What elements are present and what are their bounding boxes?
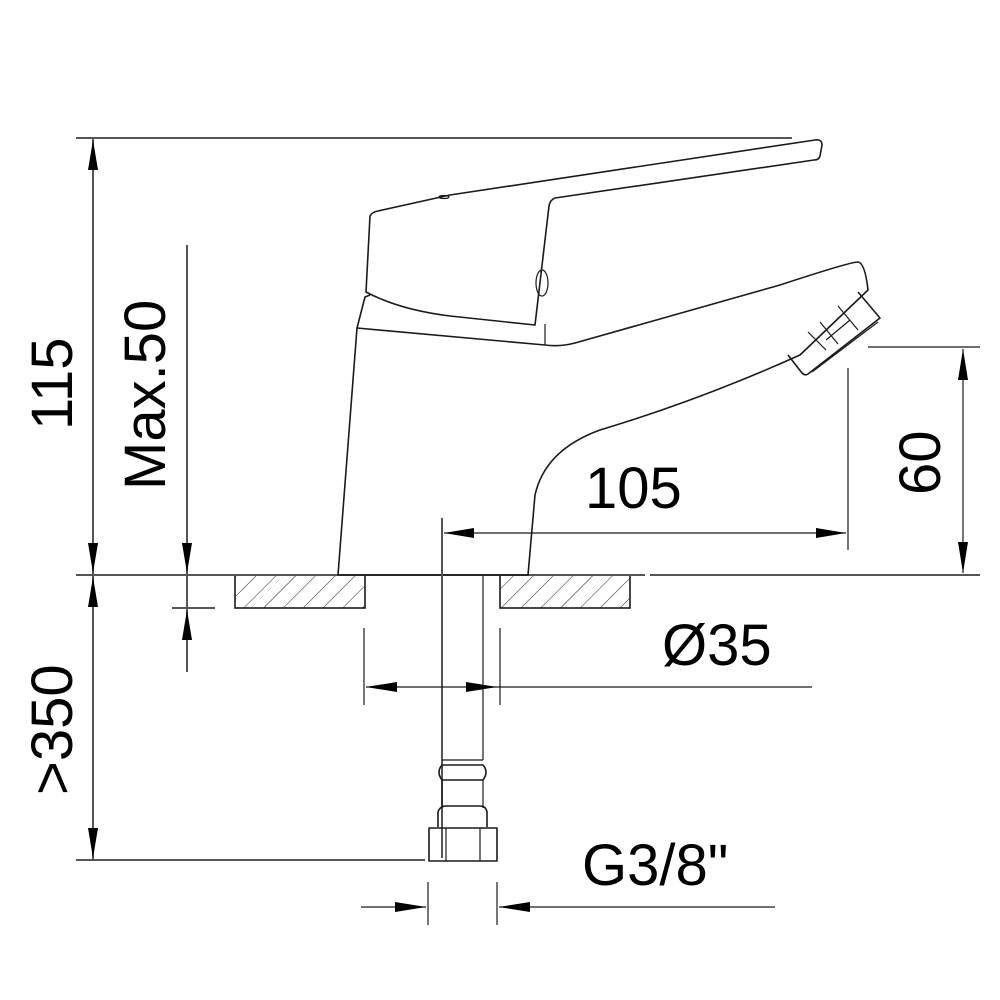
lever-handle	[365, 139, 823, 326]
label-spout-reach: 105	[585, 456, 682, 521]
dimension-hole-diameter: Ø35	[363, 613, 812, 705]
supply-hose	[437, 518, 488, 858]
dimension-overall-height: 115	[20, 137, 792, 575]
label-max-deck: Max.50	[113, 300, 178, 490]
countertop-left	[234, 574, 366, 609]
label-spout-height: 60	[888, 430, 953, 495]
countertop-right	[499, 574, 631, 609]
pivot-screw	[535, 269, 549, 297]
label-hole-diameter: Ø35	[662, 613, 772, 678]
dimension-spout-height: 60	[868, 346, 980, 573]
label-overall-height: 115	[20, 338, 85, 430]
hose-nut	[428, 827, 498, 862]
dimension-below-deck: >350	[20, 575, 425, 861]
countertop-section	[234, 574, 631, 609]
mixer-body	[337, 261, 869, 576]
dimension-spout-reach: 105	[444, 368, 849, 550]
aerator	[787, 291, 881, 376]
dimension-connection-thread: G3/8"	[361, 833, 775, 925]
label-below-deck: >350	[20, 664, 85, 795]
label-connection-thread: G3/8"	[582, 833, 728, 898]
dimension-max-deck: Max.50	[113, 245, 192, 672]
